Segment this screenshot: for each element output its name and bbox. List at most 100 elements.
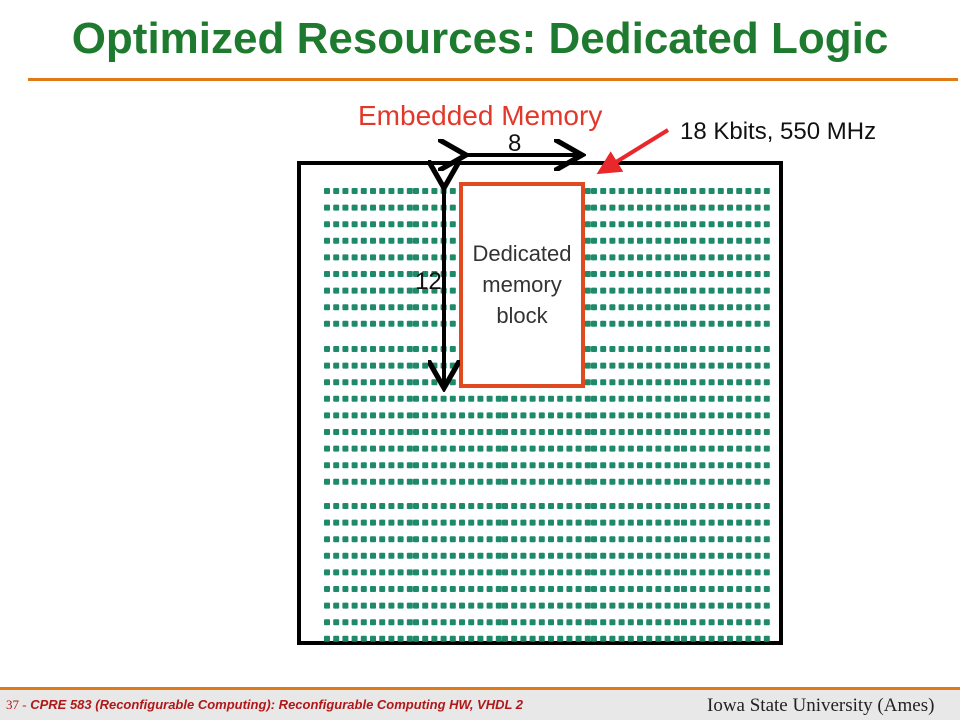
logic-cell — [618, 503, 625, 509]
logic-cell — [664, 287, 671, 294]
logic-cell — [486, 602, 493, 609]
logic-cell — [673, 395, 680, 402]
logic-cell — [664, 362, 671, 369]
logic-cell — [655, 221, 662, 228]
logic-cell — [495, 536, 502, 543]
dedicated-memory-block: Dedicated memory block — [459, 182, 585, 388]
logic-cell — [708, 552, 715, 559]
logic-cell — [655, 503, 662, 509]
logic-cell — [727, 254, 733, 261]
logic-cell — [351, 379, 358, 386]
logic-cell — [477, 462, 484, 469]
logic-cell — [655, 346, 662, 352]
logic-cell — [763, 462, 770, 469]
footer-divider — [0, 687, 960, 690]
logic-cell — [342, 188, 349, 194]
logic-cell — [637, 346, 643, 352]
logic-cell — [637, 602, 643, 609]
logic-cell — [529, 462, 536, 469]
logic-cell — [736, 569, 743, 576]
logic-cell — [627, 412, 634, 419]
logic-cell — [681, 287, 687, 294]
logic-cell — [618, 204, 625, 211]
logic-cell — [600, 320, 607, 327]
logic-cell — [673, 602, 680, 609]
logic-cell — [333, 362, 340, 369]
logic-cell — [745, 188, 752, 194]
logic-cell — [397, 362, 404, 369]
logic-cell — [591, 287, 597, 294]
logic-cell — [360, 271, 367, 277]
logic-cell — [609, 379, 616, 386]
logic-cell — [370, 569, 376, 576]
logic-cell — [538, 445, 545, 452]
logic-cell — [413, 412, 419, 419]
memory-block-label-line: memory — [482, 272, 562, 297]
memory-block-label-line: block — [496, 303, 548, 328]
logic-cell — [618, 362, 625, 369]
logic-cell — [673, 412, 680, 419]
logic-cell — [566, 602, 573, 609]
logic-cell — [664, 635, 671, 642]
logic-cell — [655, 362, 662, 369]
logic-cell — [584, 586, 591, 592]
logic-cell — [609, 536, 616, 543]
logic-cell — [502, 569, 508, 576]
logic-cell — [557, 635, 564, 642]
logic-cell — [440, 478, 447, 485]
logic-cell — [477, 395, 484, 402]
logic-cell — [609, 254, 616, 261]
logic-cell — [600, 304, 607, 311]
logic-cell — [468, 395, 475, 402]
logic-cell — [520, 478, 527, 485]
logic-cell — [459, 619, 465, 626]
logic-cell — [360, 188, 367, 194]
logic-cell — [440, 635, 447, 642]
logic-cell — [324, 379, 330, 386]
logic-cell — [342, 635, 349, 642]
logic-cell — [609, 287, 616, 294]
logic-cell — [422, 221, 429, 228]
logic-cell — [618, 478, 625, 485]
logic-cell — [591, 635, 597, 642]
logic-cell — [627, 304, 634, 311]
logic-cell — [600, 569, 607, 576]
logic-cell — [591, 188, 597, 194]
logic-cell — [413, 462, 419, 469]
logic-cell — [351, 519, 358, 526]
logic-cell — [459, 536, 465, 543]
logic-cell — [360, 362, 367, 369]
logic-cell — [566, 586, 573, 592]
logic-cell — [406, 619, 413, 626]
logic-cell — [745, 221, 752, 228]
logic-cell — [655, 204, 662, 211]
logic-cell — [422, 304, 429, 311]
logic-cell — [440, 503, 447, 509]
logic-cell — [370, 503, 376, 509]
logic-cell — [351, 304, 358, 311]
logic-cell — [736, 519, 743, 526]
logic-cell — [600, 412, 607, 419]
logic-cell — [413, 602, 419, 609]
logic-cell — [529, 635, 536, 642]
logic-cell — [717, 569, 724, 576]
logic-cell — [673, 445, 680, 452]
logic-cell — [422, 395, 429, 402]
logic-cell — [637, 429, 643, 435]
logic-cell — [413, 536, 419, 543]
logic-cell — [637, 503, 643, 509]
logic-cell — [324, 635, 330, 642]
logic-cell — [655, 462, 662, 469]
logic-cell — [584, 346, 591, 352]
logic-cell — [754, 379, 761, 386]
logic-cell — [342, 462, 349, 469]
logic-cell — [591, 304, 597, 311]
logic-cell — [459, 519, 465, 526]
logic-cell — [431, 462, 438, 469]
logic-cell — [736, 271, 743, 277]
logic-cell — [538, 429, 545, 435]
logic-cell — [708, 221, 715, 228]
logic-cell — [342, 429, 349, 435]
logic-cell — [637, 462, 643, 469]
logic-cell — [333, 346, 340, 352]
